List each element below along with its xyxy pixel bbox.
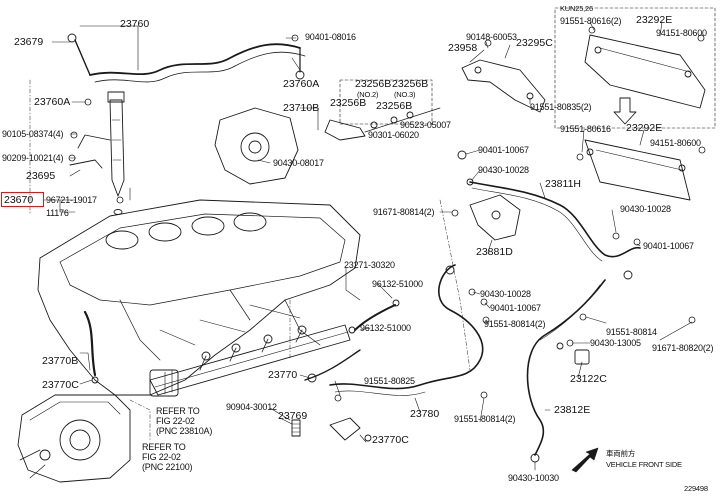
part-label-91551-80616-top[interactable]: 91551-80616(2)	[560, 16, 622, 26]
part-label-23770B[interactable]: 23770B	[42, 355, 79, 367]
part-label-90301-06020[interactable]: 90301-06020	[368, 130, 419, 140]
part-label-91671-80820[interactable]: 91671-80820(2)	[652, 343, 714, 353]
pump-housing	[214, 79, 441, 185]
model-code: KUN25,26	[560, 4, 594, 13]
bracket-23292E-top	[554, 7, 716, 129]
part-label-23256B-1[interactable]: 23256B	[355, 78, 392, 90]
part-label-90430-10028-b[interactable]: 90430-10028	[620, 204, 671, 214]
hose-23770B	[83, 310, 99, 384]
part-label-23780[interactable]: 23780	[410, 408, 440, 420]
refer-text-2c: (PNC 22100)	[142, 462, 193, 472]
part-label-91551-80814-b[interactable]: 91551-80814	[606, 327, 657, 337]
pipe-23770	[304, 349, 361, 383]
part-label-23670[interactable]: 23670	[4, 194, 34, 206]
part-label-23881D[interactable]: 23881D	[476, 246, 513, 258]
part-label-91551-80825[interactable]: 91551-80825	[364, 376, 415, 386]
part-label-94151-80600-top[interactable]: 94151-80600	[656, 28, 707, 38]
part-label-90401-10067-b[interactable]: 90401-10067	[643, 241, 694, 251]
part-label-90209-10021[interactable]: 90209-10021(4)	[2, 153, 64, 163]
clamp-23770C	[329, 417, 372, 442]
part-label-91671-80814[interactable]: 91671-80814(2)	[373, 207, 435, 217]
fuel-pipe-23780	[329, 264, 484, 396]
part-label-23769[interactable]: 23769	[278, 410, 308, 422]
part-label-90430-10028-c[interactable]: 90430-10028	[480, 289, 531, 299]
part-label-23760[interactable]: 23760	[120, 18, 150, 30]
part-label-90430-10030[interactable]: 90430-10030	[508, 473, 559, 483]
engine-cylinder-head	[37, 199, 361, 396]
drawing-number: 229498	[684, 484, 708, 493]
part-label-23958[interactable]: 23958	[448, 42, 478, 54]
part-label-23770[interactable]: 23770	[268, 369, 298, 381]
part-label-91551-80616-mid[interactable]: 91551-80616	[560, 124, 611, 134]
refer-text-1c: (PNC 23810A)	[156, 426, 213, 436]
refer-text-1a: REFER TO	[156, 406, 200, 416]
part-label-96132-51000-b[interactable]: 96132-51000	[360, 323, 411, 333]
vehicle-front-cn: 車両前方	[606, 449, 636, 458]
part-label-90430-08017[interactable]: 90430-08017	[273, 158, 324, 168]
bolt-23769	[291, 419, 301, 437]
refer-text-1b[interactable]: FIG 22-02	[156, 416, 195, 426]
part-label-no3: (NO.3)	[394, 90, 416, 99]
bracket-23292E-mid	[584, 139, 691, 201]
vehicle-front-arrow	[571, 447, 599, 473]
injection-pump	[17, 394, 131, 483]
refer-text-2b[interactable]: FIG 22-02	[142, 452, 181, 462]
part-label-90401-08016[interactable]: 90401-08016	[305, 32, 356, 42]
part-label-90105-08374[interactable]: 90105-08374(4)	[2, 129, 64, 139]
fuel-injector	[69, 91, 125, 215]
vehicle-front-en: VEHICLE FRONT SIDE	[606, 460, 682, 469]
part-label-96721-19017[interactable]: 96721-19017	[46, 195, 97, 205]
bracket-23881D	[469, 194, 521, 241]
part-label-23292E-mid[interactable]: 23292E	[626, 122, 663, 134]
part-label-11176[interactable]: 11176	[46, 208, 69, 218]
part-label-91551-80814-c[interactable]: 91551-80814(2)	[454, 414, 516, 424]
common-rail	[149, 324, 351, 397]
part-label-91551-80814-a[interactable]: 91551-80814(2)	[484, 319, 546, 329]
part-label-23770C-bottom[interactable]: 23770C	[372, 434, 409, 446]
clamp-23122C	[556, 342, 590, 365]
fuel-pipe-23811H	[457, 150, 641, 262]
part-label-23122C[interactable]: 23122C	[570, 373, 607, 385]
part-label-94151-80600-mid[interactable]: 94151-80600	[650, 138, 701, 148]
part-label-90430-10028-a[interactable]: 90430-10028	[478, 165, 529, 175]
part-label-23679[interactable]: 23679	[14, 36, 44, 48]
reference-outlines	[29, 79, 471, 441]
part-label-23292E-top[interactable]: 23292E	[636, 14, 673, 26]
part-label-no2: (NO.2)	[357, 90, 379, 99]
part-label-23695[interactable]: 23695	[26, 170, 56, 182]
part-label-90401-10067-c[interactable]: 90401-10067	[490, 303, 541, 313]
part-label-23760A-left[interactable]: 23760A	[34, 96, 71, 108]
part-label-23760A-top[interactable]: 23760A	[283, 78, 320, 90]
part-label-96132-51000-a[interactable]: 96132-51000	[372, 279, 423, 289]
highlight-box-23670	[1, 192, 44, 207]
hose-23271	[348, 299, 400, 334]
part-label-90523-05007[interactable]: 90523-05007	[400, 120, 451, 130]
part-label-23770C-left[interactable]: 23770C	[42, 379, 79, 391]
part-label-90904-30012[interactable]: 90904-30012	[226, 402, 277, 412]
part-label-90148-60053[interactable]: 90148-60053	[466, 32, 517, 42]
refer-text-2a: REFER TO	[142, 442, 186, 452]
part-label-23710B[interactable]: 23710B	[283, 102, 320, 114]
part-label-23256B-4[interactable]: 23256B	[376, 100, 413, 112]
direction-arrow	[613, 97, 637, 125]
fuel-pipe-23812E	[526, 270, 633, 463]
injection-pipes	[67, 33, 306, 83]
leader-lines	[43, 21, 693, 471]
part-label-23812E[interactable]: 23812E	[554, 404, 591, 416]
part-label-90401-10067-a[interactable]: 90401-10067	[478, 145, 529, 155]
part-label-23295C[interactable]: 23295C	[516, 37, 553, 49]
part-label-90430-13005[interactable]: 90430-13005	[590, 338, 641, 348]
part-label-91551-80835[interactable]: 91551-80835(2)	[530, 102, 592, 112]
part-label-23256B-2[interactable]: 23256B	[392, 78, 429, 90]
part-label-23271-30320[interactable]: 23271-30320	[344, 260, 395, 270]
part-label-23256B-3[interactable]: 23256B	[330, 97, 367, 109]
part-label-23811H[interactable]: 23811H	[545, 178, 582, 190]
